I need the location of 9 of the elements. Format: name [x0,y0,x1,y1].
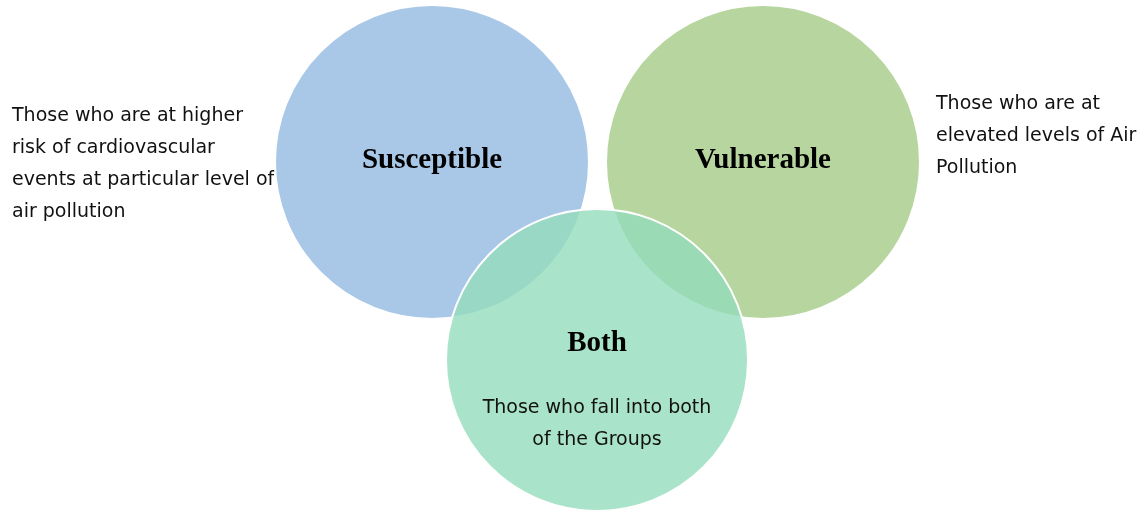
circle-title: Susceptible [360,142,504,175]
description-text: Those who are at elevated levels of Air Pollution [936,90,1138,179]
circle-title: Both [566,325,628,358]
circle-description: Those who fall into both of the Groups [481,394,713,451]
venn-circle [274,4,590,320]
venn-circle [445,208,749,512]
circle-title: Vulnerable [694,142,832,175]
description-text: Those who are at higher risk of cardiovascular events at particular level of air pollution [12,102,276,223]
venn-circle [605,4,921,320]
